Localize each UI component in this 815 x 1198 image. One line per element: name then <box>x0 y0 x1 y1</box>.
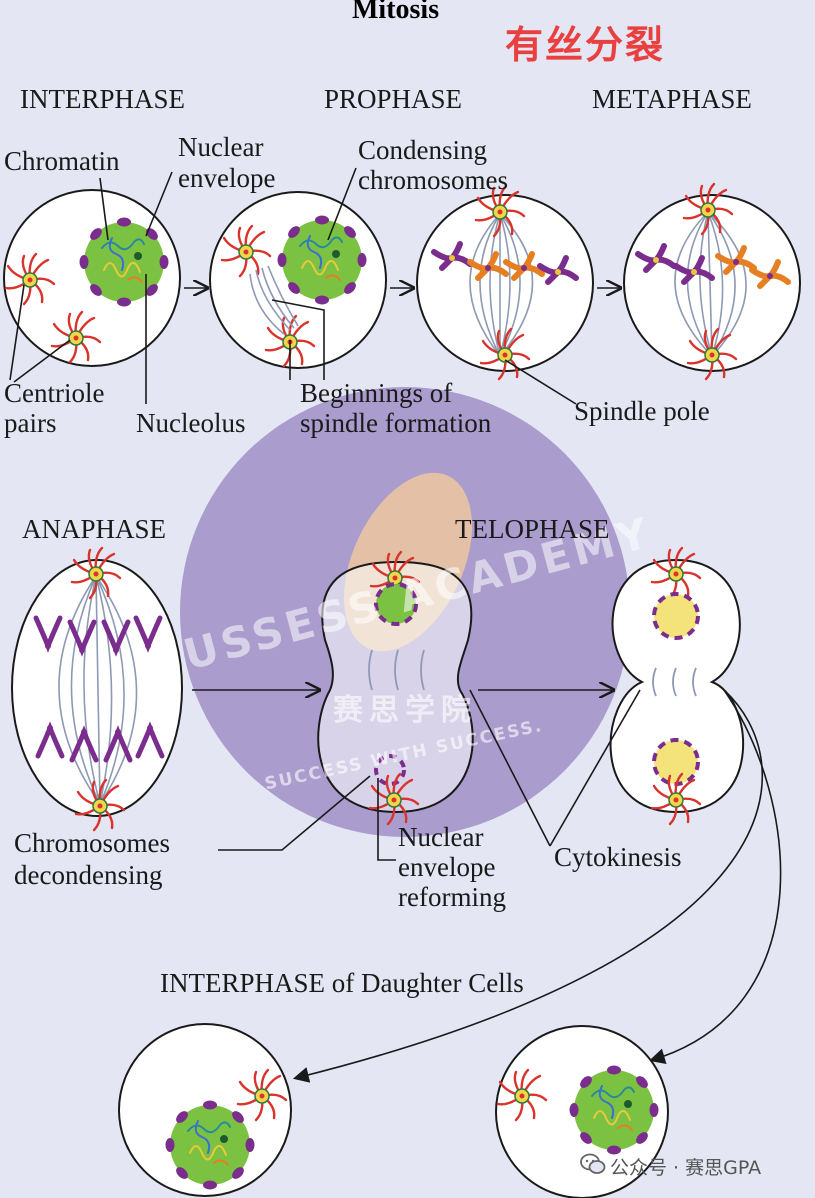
label-nuclear-envelope-1: Nuclear <box>178 132 264 162</box>
leader-lines <box>9 167 577 405</box>
label-decondensing-2: decondensing <box>14 860 163 890</box>
label-reforming-2: envelope <box>398 852 496 882</box>
label-nucleolus: Nucleolus <box>136 408 246 438</box>
phase-interphase: INTERPHASE <box>20 84 186 114</box>
page-title-cn: 有丝分裂 <box>505 23 666 67</box>
phase-daughter-interphase: INTERPHASE of Daughter Cells <box>160 968 524 998</box>
spindle-fibers <box>249 265 299 335</box>
spindle-fibers <box>674 211 747 357</box>
prophase-cell <box>209 191 387 369</box>
row2-arrows <box>192 690 782 1083</box>
label-centriole-2: pairs <box>4 408 57 438</box>
phase-anaphase: ANAPHASE <box>22 514 167 544</box>
telophase-cell <box>317 550 474 826</box>
phase-telophase: TELOPHASE <box>455 514 610 544</box>
spindle-fibers <box>58 575 138 805</box>
label-spindle-begin-1: Beginnings of <box>300 378 453 408</box>
prometaphase-cell <box>416 184 594 381</box>
footer-watermark: 公众号 · 赛思GPA <box>610 1157 762 1179</box>
interphase-nucleus <box>78 216 170 308</box>
watermark-cn: 赛思学院 <box>333 693 477 728</box>
label-chromatin: Chromatin <box>4 146 120 176</box>
page-title: Mitosis <box>352 0 440 25</box>
label-reforming-3: reforming <box>398 882 506 912</box>
phase-prophase: PROPHASE <box>324 84 463 114</box>
metaphase-cell <box>623 182 801 381</box>
label-nuclear-envelope-2: envelope <box>178 163 276 193</box>
interphase-cell <box>3 189 181 367</box>
label-cytokinesis: Cytokinesis <box>554 842 682 872</box>
daughter-cell-right <box>495 1025 669 1198</box>
label-condensing-2: chromosomes <box>358 165 508 195</box>
prophase-nucleus <box>276 214 368 306</box>
cytokinesis-cells <box>609 546 745 826</box>
label-spindle-pole: Spindle pole <box>574 396 710 426</box>
daughter-cell-left <box>118 1023 292 1197</box>
label-reforming-1: Nuclear <box>398 822 484 852</box>
spindle-fibers <box>469 213 534 357</box>
label-condensing-1: Condensing <box>358 135 488 165</box>
anaphase-cell <box>11 546 183 832</box>
label-centriole-1: Centriole <box>4 378 105 408</box>
phase-metaphase: METAPHASE <box>592 84 752 114</box>
wechat-icon <box>580 1153 606 1174</box>
label-spindle-begin-2: spindle formation <box>300 408 492 438</box>
label-decondensing-1: Chromosomes <box>14 828 171 858</box>
